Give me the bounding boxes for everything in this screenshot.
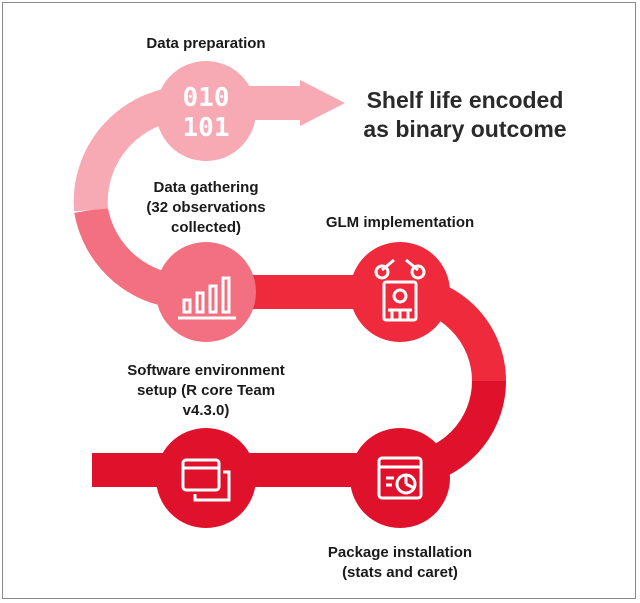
label-data-gathering: Data gathering (32 observations collecte… [110,178,302,238]
label-data-preparation: Data preparation [110,34,302,54]
label-line: collected) [170,219,242,236]
gear-machine-icon [374,258,426,322]
binary-icon: 010 101 [183,83,230,143]
arrow-head [300,80,345,126]
outcome-line: Shelf life encoded [366,87,564,113]
bar-chart-icon [178,276,236,320]
circle-data-preparation [156,61,256,161]
outcome-line: as binary outcome [363,116,567,142]
label-glm-implementation: GLM implementation [300,213,500,233]
label-line: setup (R core Team [136,382,276,399]
circle-software-environment [156,428,256,528]
windows-icon [181,458,231,502]
label-line: Software environment [127,362,285,379]
label-line: GLM implementation [325,214,475,231]
label-line: v4.3.0) [182,402,230,419]
chart-window-icon [377,456,423,500]
binary-icon-line-2: 101 [183,113,230,143]
label-software-environment: Software environment setup (R core Team … [96,361,316,421]
label-package-installation: Package installation (stats and caret) [300,543,500,583]
outcome-text: Shelf life encoded as binary outcome [350,86,580,144]
label-line: Data gathering [153,179,259,196]
circle-data-gathering [156,242,256,342]
label-line: (32 observations [146,199,266,216]
binary-icon-line-1: 010 [183,83,230,113]
label-line: Data preparation [146,35,266,52]
circle-glm-implementation [350,242,450,342]
label-line: Package installation [327,544,473,561]
label-line: (stats and caret) [342,564,458,581]
